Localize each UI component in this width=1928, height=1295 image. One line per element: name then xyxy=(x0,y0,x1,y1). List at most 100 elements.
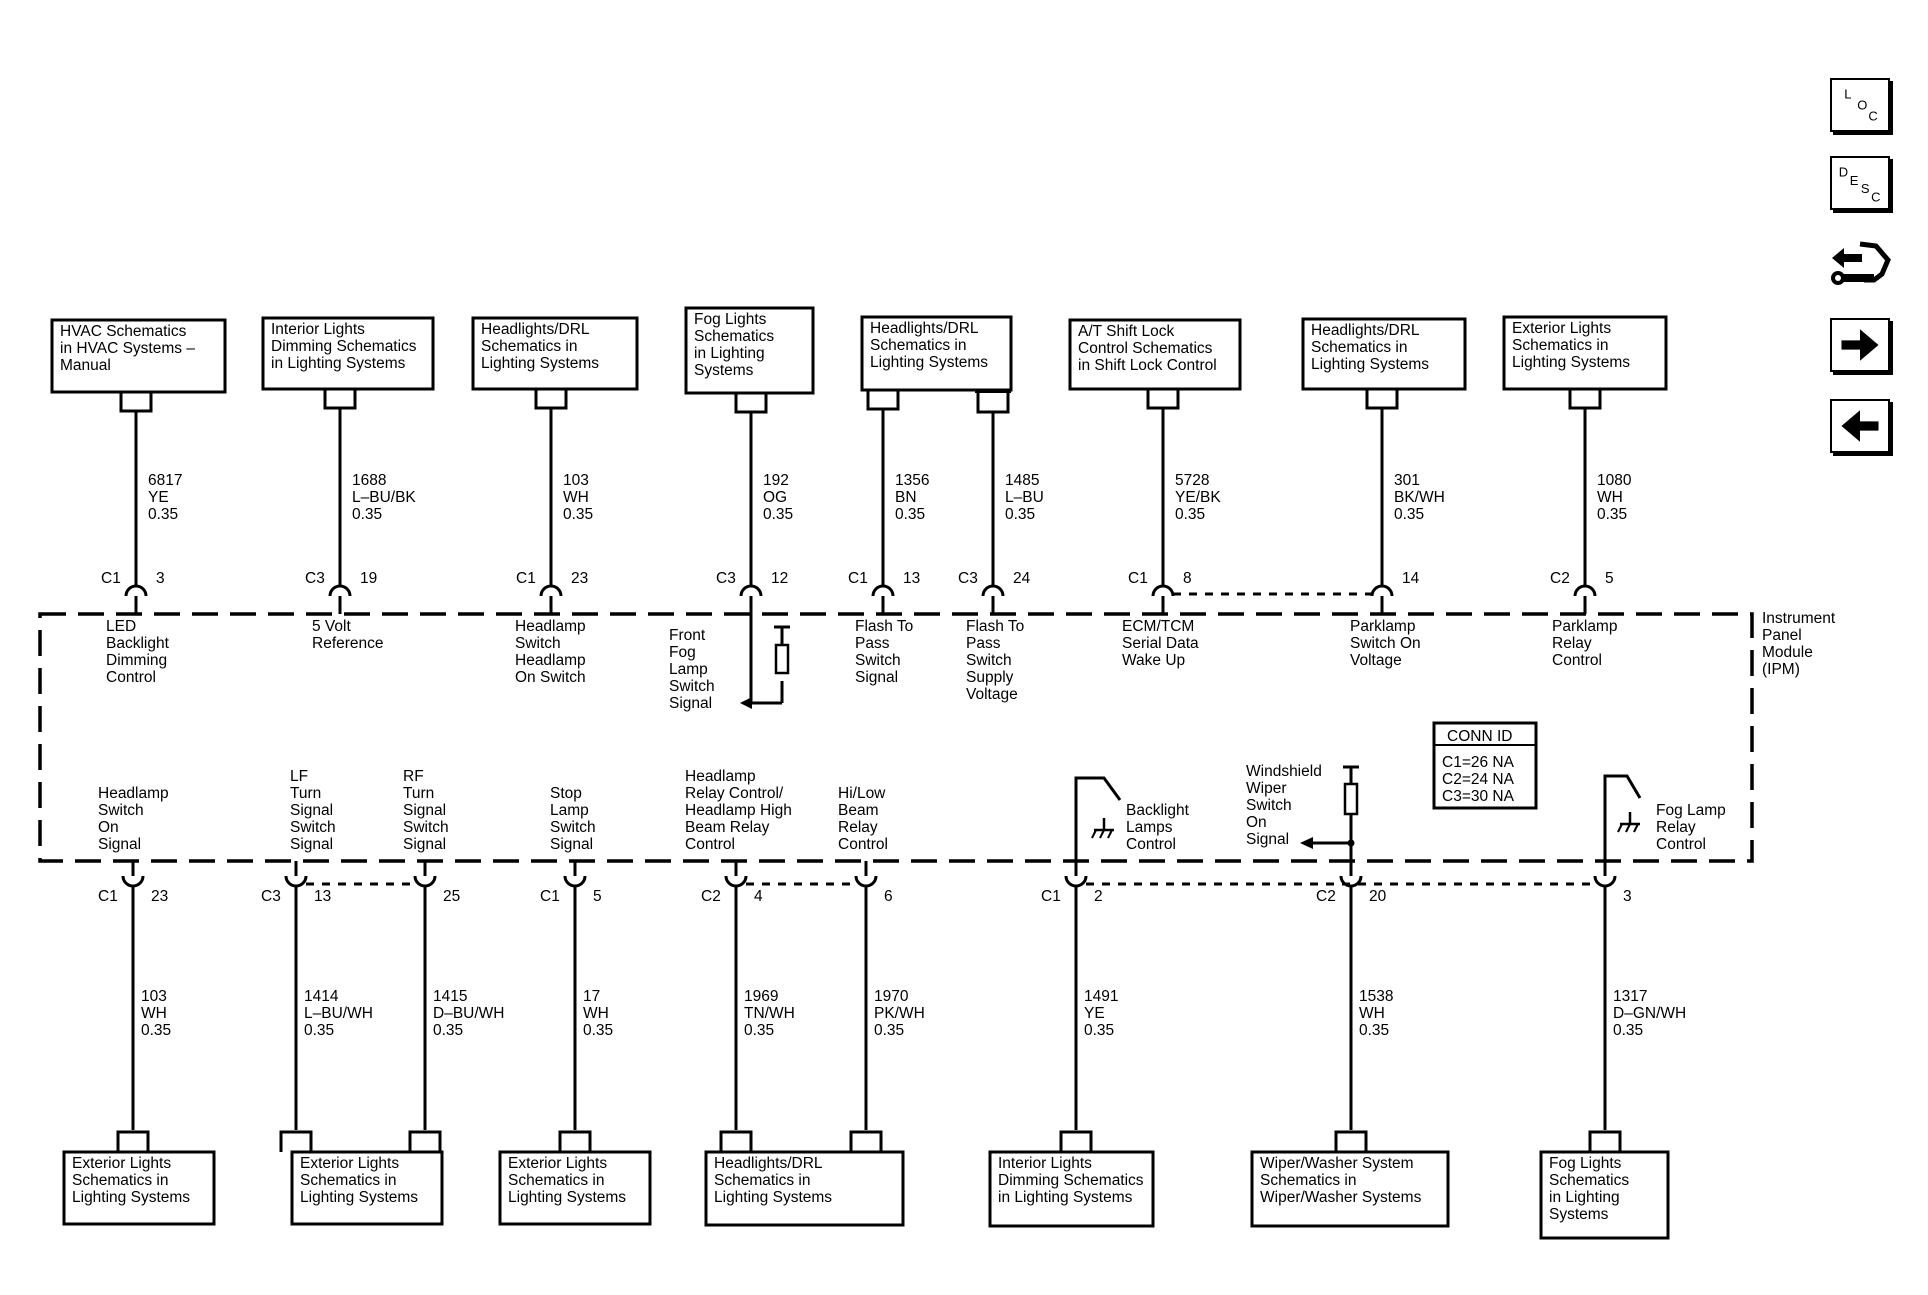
signal-name: Relay xyxy=(838,819,878,836)
reference-box-text: in HVAC Systems – xyxy=(60,340,195,357)
pin-number: 20 xyxy=(1369,888,1387,905)
reference-box-text: Schematics in xyxy=(1512,337,1608,354)
ground-symbol xyxy=(1107,829,1113,839)
reference-box-text: in Lighting xyxy=(1549,1189,1620,1206)
desc-icon: D E S C xyxy=(1839,165,1881,205)
connector-pin xyxy=(739,584,763,597)
circuit-number: 1491 xyxy=(1084,988,1118,1005)
reference-box-text: in Lighting Systems xyxy=(271,355,406,372)
wire-gauge: 0.35 xyxy=(148,506,178,523)
connector-pin xyxy=(284,875,308,888)
signal-name: Front xyxy=(669,627,706,644)
signal-name: Headlamp xyxy=(685,768,756,785)
svg-text:D: D xyxy=(1839,165,1848,180)
reference-box-text: Interior Lights xyxy=(271,321,365,338)
loc-button[interactable]: L O C xyxy=(1830,78,1890,132)
connector-id: C2 xyxy=(701,888,721,905)
pin-number: 13 xyxy=(903,570,920,587)
reference-box-text: Schematics in xyxy=(72,1172,168,1189)
reference-box-text: Exterior Lights xyxy=(72,1155,171,1172)
signal-name: Control xyxy=(1656,836,1706,853)
connector-pin xyxy=(124,584,148,597)
signal-name: Beam xyxy=(838,802,879,819)
connector-pin xyxy=(854,875,878,888)
reference-box-text: Interior Lights xyxy=(998,1155,1092,1172)
reference-box-text: Manual xyxy=(60,357,111,374)
wire-gauge: 0.35 xyxy=(1394,506,1424,523)
wire-gauge: 0.35 xyxy=(1613,1022,1643,1039)
connector-id: C3 xyxy=(958,570,978,587)
wire-gauge: 0.35 xyxy=(304,1022,334,1039)
circuit-number: 103 xyxy=(563,472,589,489)
signal-name: 5 Volt xyxy=(312,618,351,635)
circuit-number: 1688 xyxy=(352,472,386,489)
connector-end-view-button[interactable] xyxy=(1830,234,1894,294)
signal-name: Switch xyxy=(669,678,715,695)
signal-name: ECM/TCM xyxy=(1122,618,1194,635)
circuit-number: 301 xyxy=(1394,472,1420,489)
reference-box xyxy=(261,316,435,391)
reference-box xyxy=(62,1150,216,1226)
signal-name: Switch xyxy=(403,819,449,836)
signal-name: Switch xyxy=(550,819,596,836)
reference-box-text: Schematics in xyxy=(300,1172,396,1189)
connector-id: C3 xyxy=(716,570,736,587)
signal-name: Stop xyxy=(550,785,582,802)
wire-gauge: 0.35 xyxy=(763,506,793,523)
reference-box-text: Lighting Systems xyxy=(714,1189,832,1206)
connector-pin xyxy=(724,875,748,888)
circuit-number: 1969 xyxy=(744,988,778,1005)
ground-symbol xyxy=(1099,829,1105,839)
wire-color: WH xyxy=(583,1005,609,1022)
arrow-right-icon xyxy=(1841,329,1879,361)
wire-color: WH xyxy=(563,489,589,506)
svg-text:O: O xyxy=(1857,98,1867,113)
signal-name: Control xyxy=(685,836,735,853)
connector-pin xyxy=(413,875,437,888)
connector-id: C1 xyxy=(98,888,118,905)
signal-name: Switch xyxy=(290,819,336,836)
reference-box xyxy=(50,318,227,394)
wire-terminal xyxy=(116,1130,150,1152)
wire-gauge: 0.35 xyxy=(433,1022,463,1039)
reference-box-text: Systems xyxy=(1549,1206,1609,1223)
signal-name: Voltage xyxy=(1350,652,1402,669)
wire-color: WH xyxy=(1597,489,1623,506)
reference-box-text: Exterior Lights xyxy=(300,1155,399,1172)
wire-gauge: 0.35 xyxy=(583,1022,613,1039)
connector-pin xyxy=(1370,584,1394,597)
pin-number: 3 xyxy=(156,570,165,587)
ground-symbol xyxy=(1625,823,1631,833)
wire-terminal xyxy=(976,393,1010,414)
ground-symbol xyxy=(1633,823,1639,833)
reference-box-text: Schematics xyxy=(694,328,774,345)
signal-name: Headlamp xyxy=(515,652,586,669)
signal-name: Turn xyxy=(290,785,321,802)
circuit-number: 1415 xyxy=(433,988,467,1005)
conn-id-line: C1=26 NA xyxy=(1442,754,1515,771)
signal-name: RF xyxy=(403,768,424,785)
reference-box xyxy=(704,1150,905,1227)
wire-gauge: 0.35 xyxy=(352,506,382,523)
signal-name: Control xyxy=(1126,836,1176,853)
connector-pin xyxy=(1593,875,1617,888)
signal-name: Supply xyxy=(966,669,1014,686)
circuit-number: 192 xyxy=(763,472,789,489)
reference-box xyxy=(1539,1150,1670,1240)
reference-box-text: Exterior Lights xyxy=(1512,320,1611,337)
wire-gauge: 0.35 xyxy=(1005,506,1035,523)
next-page-button[interactable] xyxy=(1830,318,1890,372)
conn-id-box xyxy=(1432,721,1538,810)
reference-box-text: Dimming Schematics xyxy=(271,338,417,355)
signal-name: Windshield xyxy=(1246,763,1322,780)
ipm-module-outline xyxy=(38,612,1754,863)
reference-box-text: Lighting Systems xyxy=(508,1189,626,1206)
previous-page-button[interactable] xyxy=(1830,399,1890,453)
signal-name: Fog Lamp xyxy=(1656,802,1726,819)
wire-gauge: 0.35 xyxy=(1175,506,1205,523)
desc-button[interactable]: D E S C xyxy=(1830,156,1890,210)
circuit-number: 5728 xyxy=(1175,472,1209,489)
signal-name: On Switch xyxy=(515,669,586,686)
signal-name: Control xyxy=(1552,652,1602,669)
wire-color: WH xyxy=(141,1005,167,1022)
